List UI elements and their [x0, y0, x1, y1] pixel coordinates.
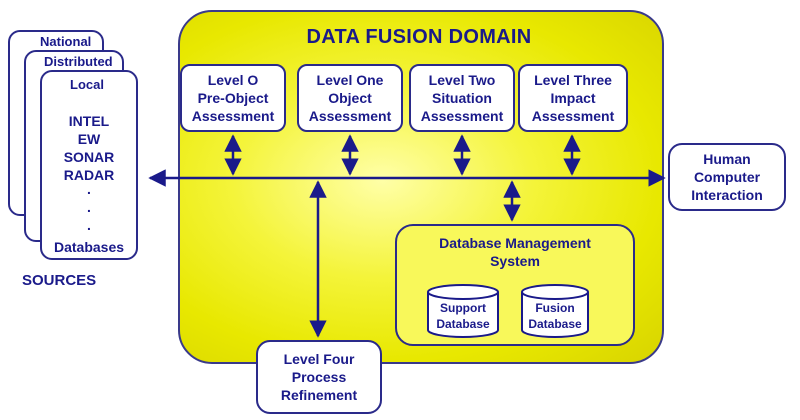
human-computer-interaction-box: Human Computer Interaction [668, 143, 786, 211]
hci-line1: Human [703, 151, 751, 167]
level-zero-line2: Pre-Object [197, 90, 269, 106]
level-four-line3: Refinement [280, 387, 358, 403]
source-item-databases: Databases [53, 239, 125, 255]
sources-label-distributed: Distributed [44, 54, 113, 69]
fusion-database-label: Fusion Database [520, 300, 590, 332]
dbms-title: Database Management System [395, 234, 635, 270]
source-item-sonar: SONAR [63, 149, 115, 165]
dbms-title-line2: System [490, 253, 540, 269]
level-zero-line3: Assessment [191, 108, 275, 124]
level-one-line3: Assessment [308, 108, 392, 124]
support-database-label: Support Database [428, 300, 498, 332]
level-one-line1: Level One [316, 72, 384, 88]
level-three-box: Level Three Impact Assessment [518, 64, 628, 132]
fusion-line2: Database [528, 317, 582, 331]
source-ellipsis-dot: . [87, 217, 91, 233]
support-database-cylinder [427, 284, 499, 338]
support-line1: Support [440, 301, 486, 315]
level-three-line2: Impact [550, 90, 596, 106]
level-four-box: Level Four Process Refinement [256, 340, 382, 414]
level-one-line2: Object [328, 90, 372, 106]
fusion-database-cylinder [521, 284, 589, 338]
level-two-line1: Level Two [428, 72, 496, 88]
source-ellipsis-dot: . [87, 199, 91, 215]
fusion-line1: Fusion [535, 301, 575, 315]
hci-line2: Computer [693, 169, 761, 185]
level-four-line1: Level Four [283, 351, 355, 367]
dbms-title-line1: Database Management [439, 235, 591, 251]
source-item-intel: INTEL [68, 113, 110, 129]
sources-label-national: National [40, 34, 92, 49]
level-zero-box: Level O Pre-Object Assessment [180, 64, 286, 132]
level-two-box: Level Two Situation Assessment [409, 64, 515, 132]
source-ellipsis-dot: . [87, 181, 91, 197]
level-three-line3: Assessment [531, 108, 615, 124]
support-line2: Database [436, 317, 490, 331]
hci-line3: Interaction [691, 187, 763, 203]
sources-sheet-local [40, 70, 138, 260]
source-item-radar: RADAR [63, 167, 115, 183]
level-four-line2: Process [291, 369, 347, 385]
level-zero-line1: Level O [207, 72, 259, 88]
level-three-line1: Level Three [534, 72, 612, 88]
level-one-box: Level One Object Assessment [297, 64, 403, 132]
level-two-line3: Assessment [420, 108, 504, 124]
domain-title: DATA FUSION DOMAIN [306, 26, 532, 48]
level-two-line2: Situation [432, 90, 492, 106]
sources-caption: SOURCES [22, 272, 97, 289]
source-item-ew: EW [77, 131, 101, 147]
sources-label-local: Local [70, 77, 104, 92]
